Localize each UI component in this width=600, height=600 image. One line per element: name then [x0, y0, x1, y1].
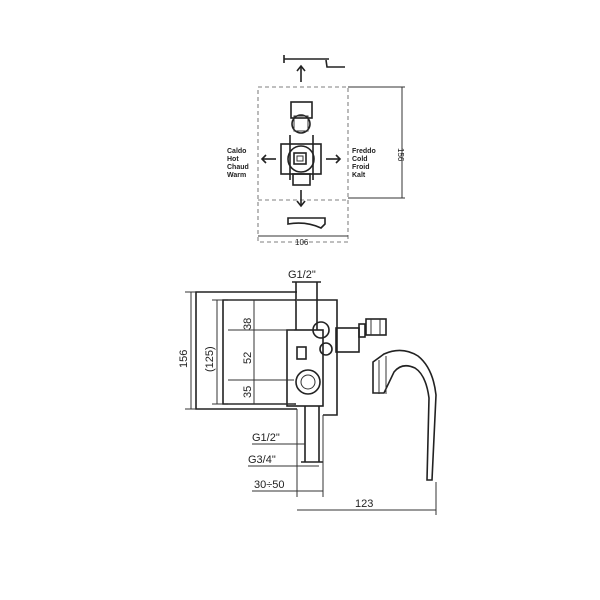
- arrow-cold-inlet-icon: [326, 154, 342, 164]
- hot-label-3: Chaud: [227, 164, 249, 171]
- valve-body-side: [286, 321, 333, 407]
- cold-label-2: Cold: [352, 156, 368, 163]
- valve-stem: [335, 318, 387, 353]
- thread-half-label: G1/2": [252, 432, 280, 444]
- wall-plate-outline: [195, 291, 297, 410]
- shower-head-icon: [283, 55, 345, 68]
- valve-body-top: [280, 101, 322, 186]
- dim-lower-35: 35: [242, 386, 254, 398]
- thread-top-label: G1/2": [288, 269, 316, 281]
- wall-box-outline: [257, 86, 349, 243]
- spout-icon: [287, 217, 326, 229]
- dim-inner-height: (125): [204, 346, 216, 372]
- arrow-up-icon: [296, 64, 306, 82]
- hot-label-2: Hot: [227, 156, 239, 163]
- hot-label-4: Warm: [227, 172, 246, 179]
- dim-total-height: 156: [178, 350, 190, 368]
- top-view: Caldo Hot Chaud Warm Freddo Cold Froid K…: [227, 55, 405, 247]
- cold-label-1: Freddo: [352, 148, 376, 155]
- dim-upper-38: 38: [242, 318, 254, 330]
- cold-label-4: Kalt: [352, 172, 366, 179]
- depth-range-label: 30÷50: [254, 479, 285, 491]
- dim-height-156: 156: [396, 148, 405, 162]
- arrow-hot-inlet-icon: [260, 154, 276, 164]
- thread-three-quarter-label: G3/4": [248, 454, 276, 466]
- arrow-down-icon: [296, 190, 306, 208]
- side-view: 156 (125) 38 52 35 G1/2" G1/2" G3/4" 30÷…: [178, 269, 437, 515]
- hot-label-1: Caldo: [227, 148, 246, 155]
- dim-width-106: 106: [295, 238, 309, 247]
- lever-handle: [372, 349, 437, 481]
- dim-handle-depth: 123: [355, 498, 373, 510]
- dim-mid-52: 52: [242, 352, 254, 364]
- cold-label-3: Froid: [352, 164, 370, 171]
